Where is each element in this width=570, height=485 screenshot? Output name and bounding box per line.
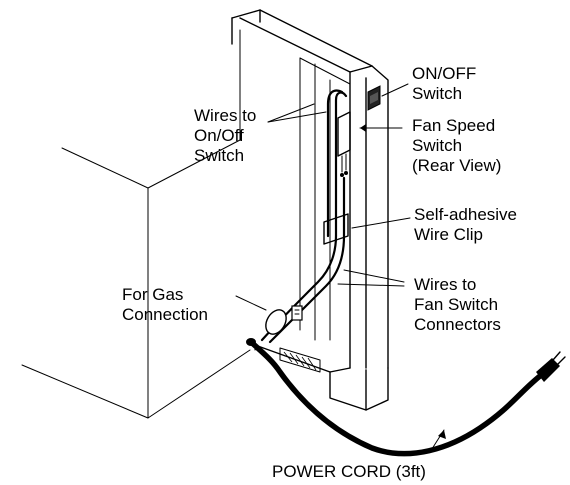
label-line: Connectors: [414, 315, 501, 334]
power-cord: [246, 338, 566, 457]
label-line: Wire Clip: [414, 225, 483, 244]
label-line: Connection: [122, 305, 208, 324]
label-on-off-switch: ON/OFF Switch: [412, 64, 481, 103]
label-power-cord: POWER CORD (3ft): [272, 462, 426, 481]
label-fan-speed-switch: Fan Speed Switch (Rear View): [412, 116, 501, 175]
label-line: On/Off: [194, 126, 244, 145]
label-line: Fan Switch: [414, 295, 498, 314]
firebox-outline: [21, 139, 251, 419]
label-wires-to-on-off: Wires to On/Off Switch: [194, 106, 261, 165]
label-wires-to-fan: Wires to Fan Switch Connectors: [414, 275, 503, 334]
label-wire-clip: Self-adhesive Wire Clip: [414, 205, 522, 244]
fan-switch-connector-block: [291, 305, 303, 321]
wire-clip: [323, 213, 349, 245]
label-gas-connection: For Gas Connection: [122, 285, 208, 324]
gas-connection-knockout: [265, 309, 287, 335]
label-line: For Gas: [122, 285, 183, 304]
label-line: Fan Speed: [412, 116, 495, 135]
label-line: Self-adhesive: [414, 205, 517, 224]
on-off-switch: [367, 85, 381, 111]
side-panel-frame: [231, 9, 389, 411]
label-line: Wires to: [194, 106, 256, 125]
label-line: Switch: [194, 146, 244, 165]
fan-speed-switch: [337, 111, 351, 177]
label-line: Wires to: [414, 275, 476, 294]
label-line: ON/OFF: [412, 64, 476, 83]
label-line: Switch: [412, 84, 462, 103]
internal-wires: [260, 89, 348, 344]
label-line: (Rear View): [412, 156, 501, 175]
leader-lines: [235, 83, 446, 453]
base-vent: [279, 347, 321, 373]
label-line: Switch: [412, 136, 462, 155]
